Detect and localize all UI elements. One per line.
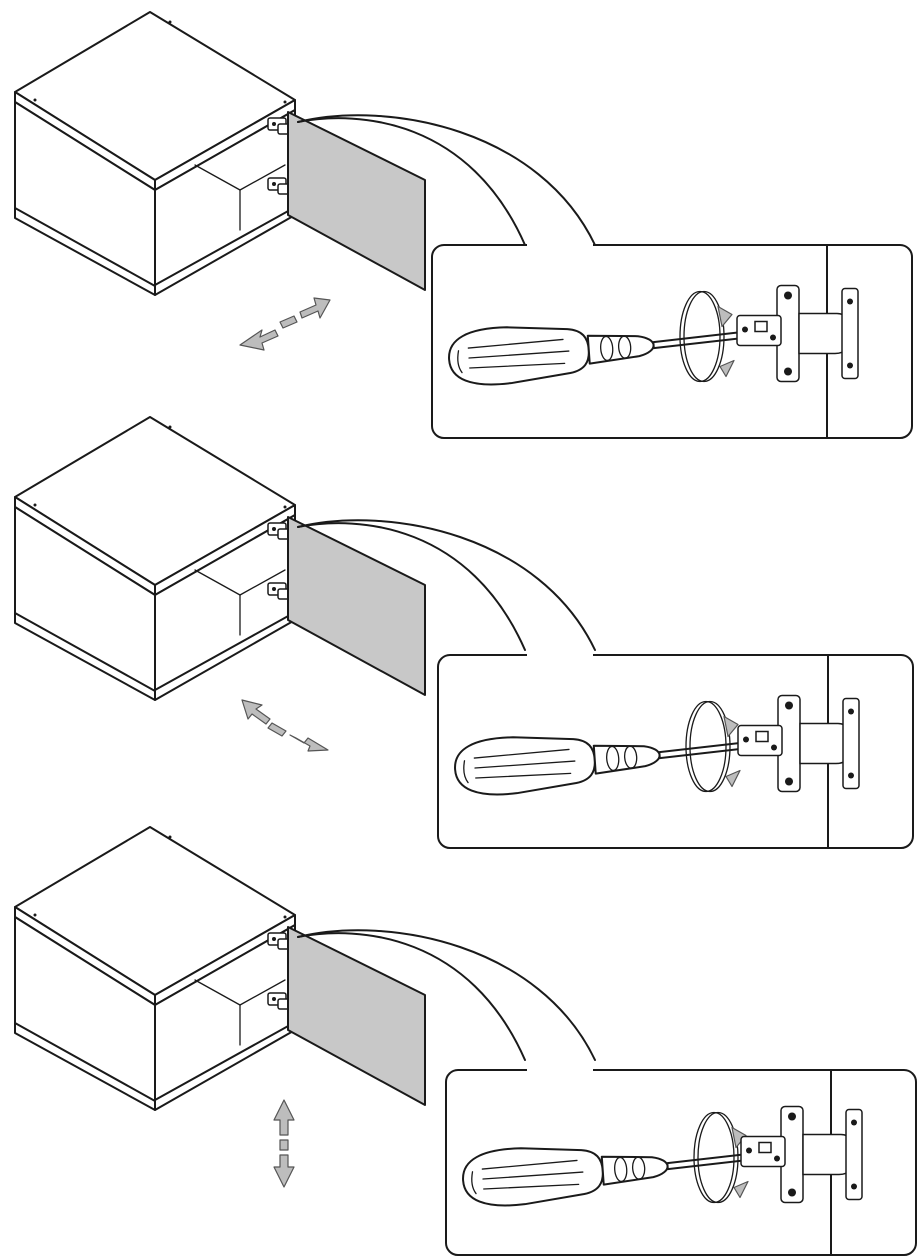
cabinet-icon: [14, 11, 296, 296]
direction-arrow-icon: [239, 297, 331, 351]
direction-arrow-icon: [241, 699, 329, 752]
step-3: [14, 826, 917, 1256]
callout-leader: [297, 519, 596, 651]
detail-panel: [445, 1068, 917, 1256]
callout-leader: [297, 114, 596, 246]
callout-leader: [297, 929, 596, 1061]
cabinet-icon: [14, 416, 296, 701]
detail-panel: [437, 653, 914, 849]
direction-arrow-icon: [273, 1099, 295, 1188]
door-panel: [287, 111, 426, 291]
step-1: [14, 11, 913, 439]
door-panel: [287, 926, 426, 1106]
door-panel: [287, 516, 426, 696]
step-2: [14, 416, 914, 849]
detail-panel: [431, 243, 913, 439]
cabinet-icon: [14, 826, 296, 1111]
